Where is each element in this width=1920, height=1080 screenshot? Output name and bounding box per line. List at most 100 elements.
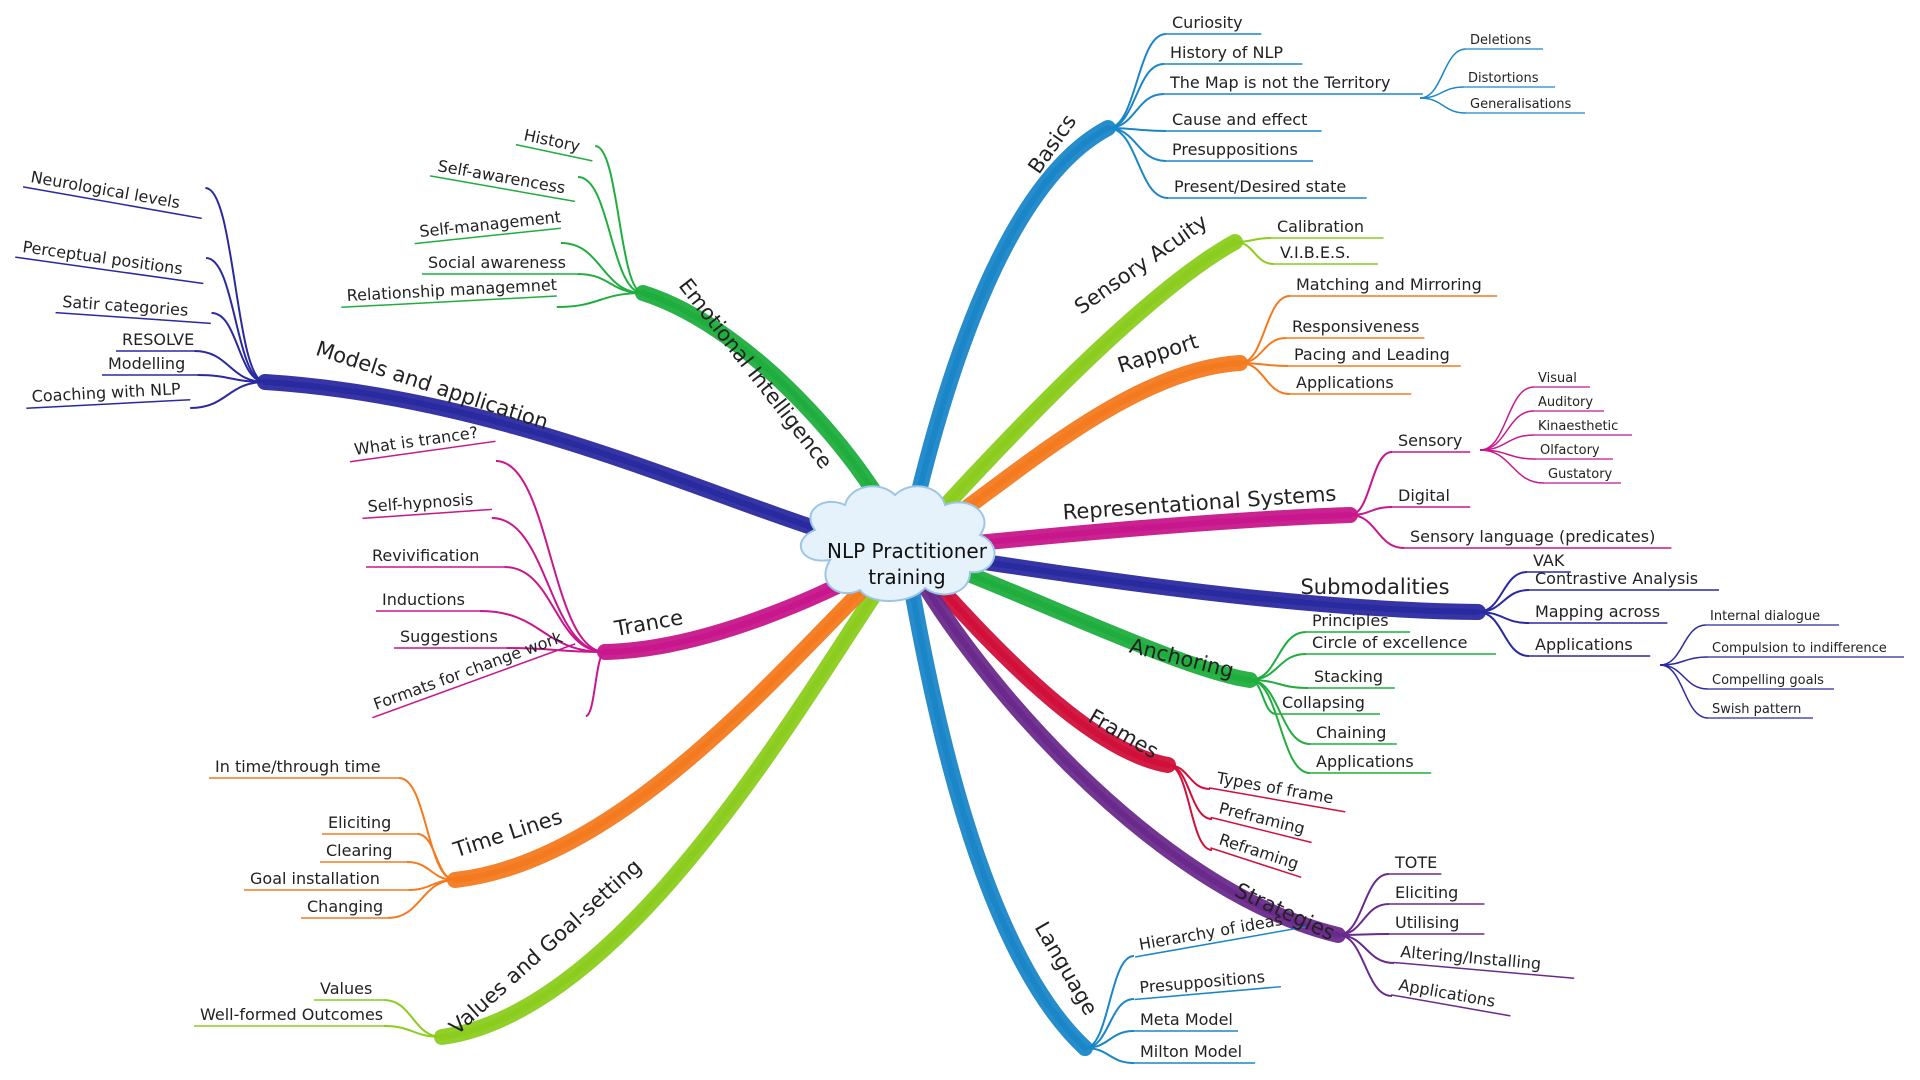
central-topic[interactable]: NLP Practitioner training [799,485,996,602]
central-title-line2: training [868,565,945,589]
topic-time-lines-4[interactable]: Changing [307,897,383,916]
subtopic-representational-systems-3[interactable]: Olfactory [1540,443,1600,458]
item-connector [1349,451,1393,516]
topic-rapport-0[interactable]: Matching and Mirroring [1296,275,1482,294]
topic-emotional-intelligence-1[interactable]: Self-awarencess [436,156,567,197]
topic-basics-0[interactable]: Curiosity [1172,13,1243,32]
item-connector [506,647,606,653]
item-underline [1210,816,1312,844]
item-connector [495,460,606,653]
topic-language-3[interactable]: Milton Model [1140,1042,1242,1061]
topic-time-lines-0[interactable]: In time/through time [215,757,381,776]
topic-basics-4[interactable]: Presuppositions [1172,140,1298,159]
topic-strategies-4[interactable]: Applications [1397,975,1497,1011]
topic-models-1[interactable]: Perceptual positions [21,237,183,278]
subtopic-representational-systems-0[interactable]: Visual [1538,371,1577,386]
item-connector [1107,127,1169,199]
subtopic-basics-2[interactable]: Generalisations [1470,97,1571,112]
topic-sensory-acuity-1[interactable]: V.I.B.E.S. [1280,243,1350,262]
branch-trance[interactable] [349,440,913,719]
topic-strategies-2[interactable]: Utilising [1395,913,1459,932]
topic-trance-3[interactable]: Inductions [382,590,465,609]
topic-anchoring-1[interactable]: Circle of excellence [1312,633,1467,652]
item-underline [1208,787,1346,813]
topic-language-1[interactable]: Presuppositions [1139,967,1266,997]
topic-rapport-1[interactable]: Responsiveness [1292,317,1419,336]
topic-emotional-intelligence-3[interactable]: Social awareness [428,253,566,272]
item-underline [341,295,557,309]
topic-models-2[interactable]: Satir categories [62,292,189,320]
branch-stem-tip-values [439,547,908,1040]
topic-emotional-intelligence-0[interactable]: History [522,125,582,155]
subtopic-basics-0[interactable]: Deletions [1470,33,1532,48]
topic-rapport-2[interactable]: Pacing and Leading [1294,345,1450,364]
topic-models-0[interactable]: Neurological levels [29,167,181,212]
topic-representational-systems-0[interactable]: Sensory [1398,431,1462,450]
item-connector [1349,514,1405,549]
topic-submodalities-1[interactable]: Contrastive Analysis [1535,569,1698,588]
topic-submodalities-3[interactable]: Applications [1535,635,1633,654]
subtopic-representational-systems-1[interactable]: Auditory [1538,395,1593,410]
item-connector [383,1025,443,1038]
branch-strategies[interactable] [897,542,1575,1017]
topic-values-1[interactable]: Well-formed Outcomes [200,1005,383,1024]
topic-representational-systems-2[interactable]: Sensory language (predicates) [1410,527,1655,546]
topic-submodalities-0[interactable]: VAK [1533,551,1565,570]
topic-submodalities-2[interactable]: Mapping across [1535,602,1660,621]
topic-anchoring-5[interactable]: Applications [1316,752,1414,771]
topic-time-lines-2[interactable]: Clearing [326,841,393,860]
topic-language-0[interactable]: Hierarchy of ideas [1137,910,1284,954]
topic-emotional-intelligence-4[interactable]: Relationship managemnet [346,275,557,305]
item-connector [1337,934,1395,964]
subtopic-submodalities-1[interactable]: Compulsion to indifference [1712,641,1887,656]
item-underline [349,440,496,463]
topic-basics-2[interactable]: The Map is not the Territory [1169,73,1391,92]
branch-values[interactable] [194,542,913,1045]
topic-trance-0[interactable]: What is trance? [353,423,479,459]
topic-models-4[interactable]: Modelling [108,354,185,373]
topic-basics-3[interactable]: Cause and effect [1172,110,1307,129]
topic-anchoring-4[interactable]: Chaining [1316,723,1386,742]
subtopic-basics-1[interactable]: Distortions [1468,71,1539,86]
topic-anchoring-3[interactable]: Collapsing [1282,693,1365,712]
item-connector [1337,934,1393,997]
topic-anchoring-2[interactable]: Stacking [1314,667,1383,686]
item-connector [1239,295,1291,364]
subtopic-representational-systems-4[interactable]: Gustatory [1548,467,1613,482]
subtopic-representational-systems-2[interactable]: Kinaesthetic [1538,419,1618,434]
topic-basics-1[interactable]: History of NLP [1170,43,1283,62]
subtopic-submodalities-2[interactable]: Compelling goals [1712,673,1824,688]
topic-time-lines-3[interactable]: Goal installation [250,869,380,888]
sub-connector [1479,386,1535,451]
item-connector [1249,631,1307,681]
topic-models-3[interactable]: RESOLVE [122,330,194,349]
sub-connector [1659,664,1709,719]
topic-trance-4[interactable]: Suggestions [400,627,498,646]
item-underline [515,143,593,162]
topic-strategies-0[interactable]: TOTE [1394,853,1437,872]
topic-time-lines-1[interactable]: Eliciting [328,813,391,832]
topic-rapport-3[interactable]: Applications [1296,373,1394,392]
topic-basics-5[interactable]: Present/Desired state [1174,177,1346,196]
item-connector [577,176,644,294]
topic-sensory-acuity-0[interactable]: Calibration [1277,217,1364,236]
topic-strategies-1[interactable]: Eliciting [1395,883,1458,902]
branch-label-emotional-intelligence[interactable]: Emotional Intelligence [674,274,837,473]
subtopic-submodalities-3[interactable]: Swish pattern [1712,702,1801,717]
item-connector [504,566,606,653]
subtopic-submodalities-0[interactable]: Internal dialogue [1710,609,1820,624]
topic-trance-2[interactable]: Revivification [372,546,479,565]
branch-label-submodalities[interactable]: Submodalities [1300,575,1449,599]
item-connector [1234,241,1275,265]
item-connector [398,777,456,881]
branch-label-strategies[interactable]: Strategies [1231,878,1338,945]
branch-label-anchoring[interactable]: Anchoring [1127,634,1236,683]
topic-anchoring-0[interactable]: Principles [1312,611,1389,630]
item-connector [585,651,606,717]
topic-values-0[interactable]: Values [320,979,372,998]
branch-language[interactable] [897,542,1306,1064]
topic-representational-systems-1[interactable]: Digital [1398,486,1450,505]
branch-emotional-intelligence[interactable] [341,143,913,558]
topic-language-2[interactable]: Meta Model [1140,1010,1233,1029]
item-underline [414,227,561,245]
